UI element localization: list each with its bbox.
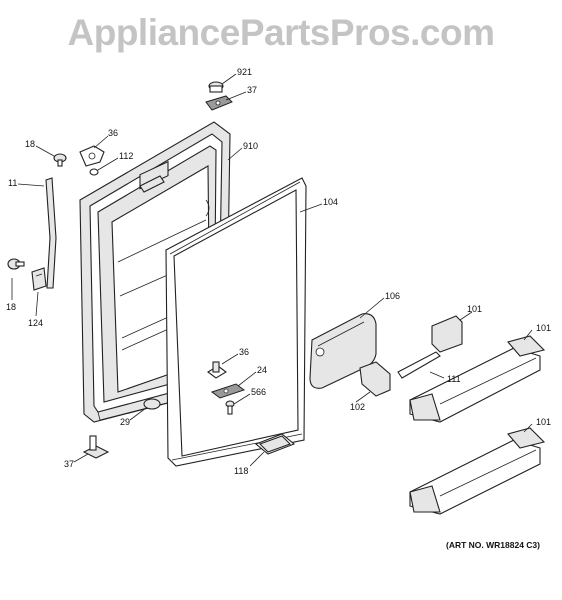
part-921-cap xyxy=(208,81,224,93)
part-11-handle xyxy=(45,177,57,289)
part-118-tray xyxy=(254,433,296,455)
callout-labels: 921 37 36 18 112 910 11 104 18 124 106 1… xyxy=(6,67,551,476)
callout-37-bottom: 37 xyxy=(64,459,74,469)
part-29-cap xyxy=(143,398,161,410)
callout-24: 24 xyxy=(257,365,267,375)
part-101-shelf-b xyxy=(409,335,546,423)
callout-11: 11 xyxy=(8,178,17,188)
part-101-shelf-c xyxy=(409,427,546,515)
callout-101-c: 101 xyxy=(536,417,551,427)
callout-910: 910 xyxy=(243,141,258,151)
part-102-endcap xyxy=(359,361,391,397)
part-112-bushing xyxy=(89,168,99,176)
part-106-dairy-box xyxy=(309,313,377,389)
part-36-bracket-top xyxy=(79,145,105,167)
part-36-pin-mid xyxy=(207,361,227,379)
art-number: (ART NO. WR18824 C3) xyxy=(446,540,540,550)
part-24-plate xyxy=(210,383,246,399)
part-566-screw xyxy=(225,400,235,415)
callout-106: 106 xyxy=(385,291,400,301)
callout-37-top: 37 xyxy=(247,85,257,95)
part-37-hinge-bottom xyxy=(82,435,110,459)
part-124-clip xyxy=(31,267,47,291)
callout-18-top: 18 xyxy=(25,139,35,149)
callout-101-b: 101 xyxy=(536,323,551,333)
part-18-screw-top xyxy=(53,153,67,167)
callout-921: 921 xyxy=(237,67,252,77)
callout-29: 29 xyxy=(120,417,130,427)
callout-124: 124 xyxy=(28,318,43,328)
callout-118: 118 xyxy=(234,466,248,476)
door-gasket xyxy=(165,177,307,467)
callout-36-top: 36 xyxy=(108,128,118,138)
part-111-bar xyxy=(397,351,441,379)
callout-111: 111 xyxy=(447,374,461,384)
leader-lines xyxy=(11,73,533,467)
watermark-text: AppliancePartsPros.com xyxy=(67,12,495,53)
callout-18-bottom: 18 xyxy=(6,302,16,312)
part-18-screw-bottom xyxy=(7,258,25,270)
callout-102: 102 xyxy=(350,402,365,412)
callout-112: 112 xyxy=(119,151,133,161)
callout-101-a: 101 xyxy=(467,304,482,314)
callout-36-mid: 36 xyxy=(239,347,249,357)
part-101-end-a xyxy=(431,315,463,353)
callout-104: 104 xyxy=(323,197,338,207)
callout-566: 566 xyxy=(251,387,266,397)
part-37-hinge-top xyxy=(205,95,233,111)
